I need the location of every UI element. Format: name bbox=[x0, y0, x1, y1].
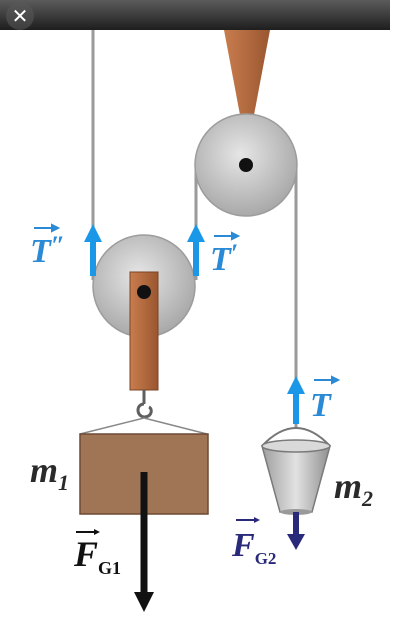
label-fg1: FG1 bbox=[73, 534, 121, 578]
top-pulley-support bbox=[224, 30, 270, 152]
top-pulley-axle bbox=[239, 158, 253, 172]
close-button[interactable]: ✕ bbox=[6, 2, 34, 30]
bucket-body bbox=[261, 445, 331, 513]
tension-arrows bbox=[84, 224, 305, 424]
close-icon: ✕ bbox=[11, 4, 29, 28]
label-m2: m2 bbox=[334, 466, 373, 511]
label-t: T bbox=[310, 387, 332, 424]
label-fg2: FG2 bbox=[231, 527, 276, 568]
label-m1: m1 bbox=[30, 450, 69, 495]
hook bbox=[136, 390, 153, 419]
force-g1-arrow bbox=[134, 472, 154, 612]
bucket-handle bbox=[261, 427, 331, 447]
force-vector-bars bbox=[76, 517, 260, 535]
label-t-prime: T′ bbox=[210, 239, 238, 278]
force-g2-arrow bbox=[287, 512, 305, 550]
ceiling-bar bbox=[0, 0, 390, 30]
block-ropes bbox=[79, 417, 208, 435]
bucket-rim bbox=[261, 439, 331, 453]
vector-bars bbox=[34, 223, 341, 385]
movable-pulley-axle bbox=[137, 285, 151, 299]
label-t-double-prime: T″ bbox=[30, 231, 65, 270]
